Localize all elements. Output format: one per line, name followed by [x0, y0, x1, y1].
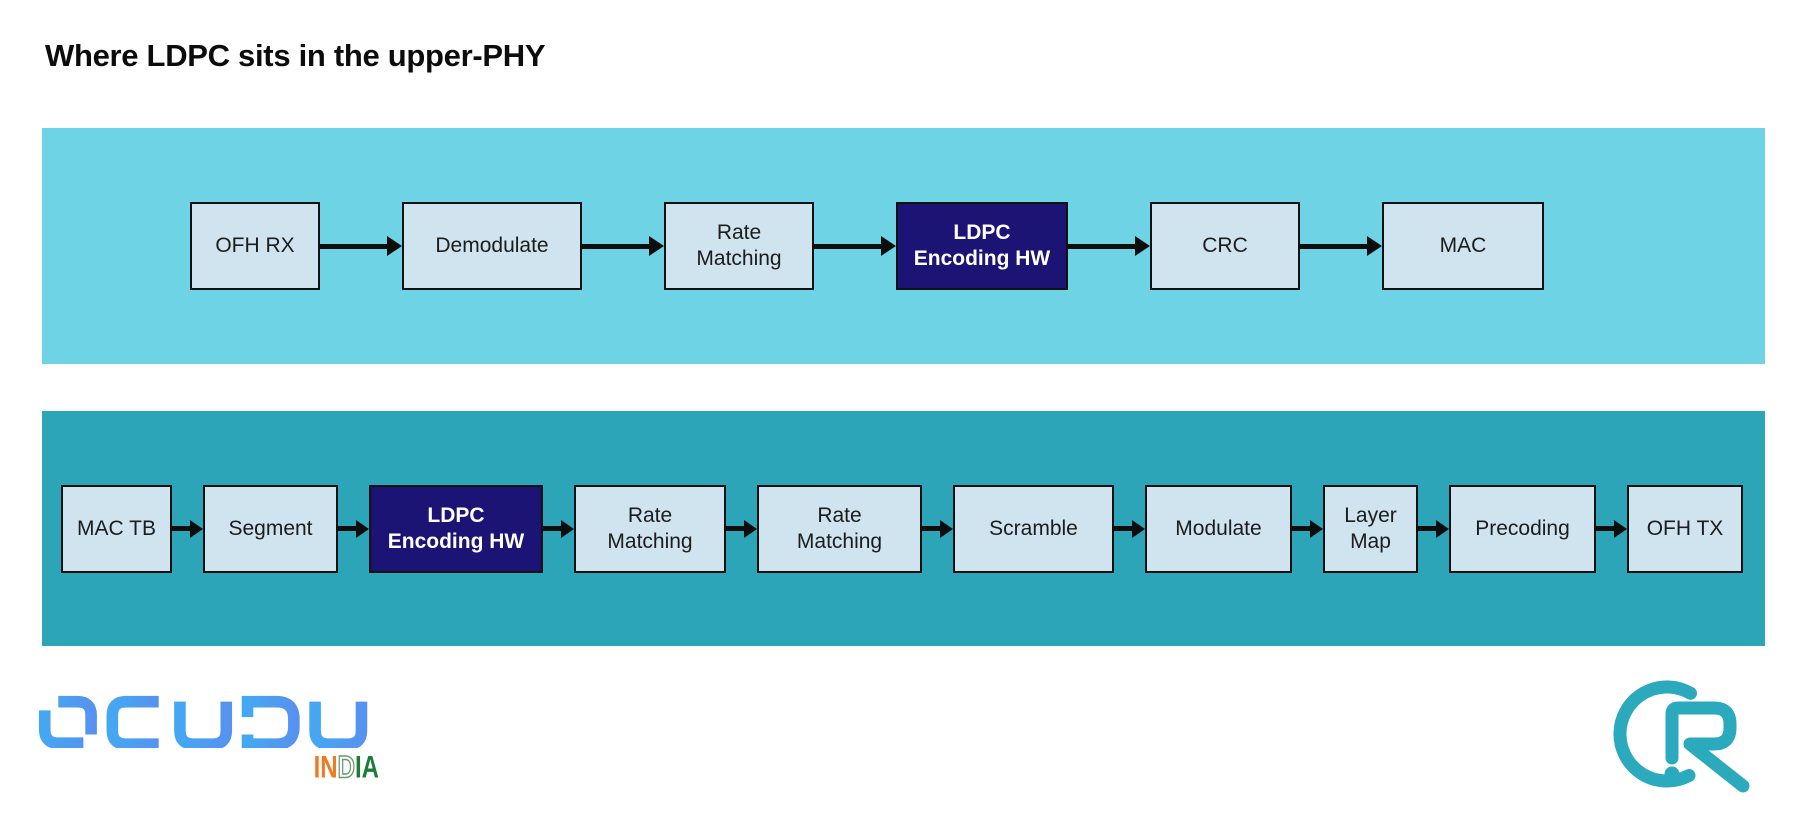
- flow-box-ofh-rx: OFH RX: [190, 202, 320, 290]
- flow-box-modulate: Modulate: [1145, 484, 1292, 573]
- india-letter: N: [320, 750, 338, 786]
- india-letter: A: [361, 750, 379, 786]
- flow-box-layer-map: Layer Map: [1323, 484, 1418, 573]
- arrow-right-icon: [726, 519, 757, 538]
- arrow-right-icon: [1596, 519, 1627, 538]
- flow-box-mac: MAC: [1382, 202, 1544, 290]
- arrow-right-icon: [582, 236, 664, 256]
- flow-box-ldpc-encoding-hw: LDPC Encoding HW: [896, 202, 1068, 290]
- arrow-right-icon: [814, 236, 896, 256]
- flow-box-rate-matching-2: Rate Matching: [757, 484, 922, 573]
- india-letter: D: [337, 749, 356, 786]
- india-letter: I: [313, 750, 321, 786]
- flow-box-mac-tb: MAC TB: [61, 484, 172, 573]
- company-logo: [1612, 674, 1752, 803]
- arrow-right-icon: [1068, 236, 1150, 256]
- arrow-right-icon: [1292, 519, 1323, 538]
- arrow-right-icon: [338, 519, 369, 538]
- flow-box-precoding: Precoding: [1449, 484, 1596, 573]
- page-title: Where LDPC sits in the upper-PHY: [45, 38, 546, 73]
- ocudu-logo: OCUDU: [33, 692, 379, 786]
- arrow-right-icon: [172, 519, 203, 538]
- arrow-right-icon: [543, 519, 574, 538]
- flow-box-scramble: Scramble: [953, 484, 1114, 573]
- cr-monogram-icon: [1613, 680, 1750, 793]
- arrow-right-icon: [1114, 519, 1145, 538]
- ocudu-wordmark-icon: [38, 695, 368, 748]
- flow-box-crc: CRC: [1150, 202, 1300, 290]
- arrow-right-icon: [1300, 236, 1382, 256]
- rx-chain-band: OFH RX Demodulate Rate Matching LDPC Encodi…: [42, 128, 1765, 364]
- ocudu-india-label: INDIA: [33, 749, 379, 786]
- flow-box-rate-matching-1: Rate Matching: [574, 484, 726, 573]
- india-letter: I: [354, 750, 362, 786]
- tx-chain-band: MAC TB Segment LDPC Encoding HW Rate Matchi…: [42, 411, 1765, 646]
- flow-box-ofh-tx: OFH TX: [1627, 484, 1743, 573]
- flow-box-rate-matching: Rate Matching: [664, 202, 814, 290]
- arrow-right-icon: [922, 519, 953, 538]
- flow-box-demodulate: Demodulate: [402, 202, 582, 290]
- flow-box-ldpc-encoding-hw: LDPC Encoding HW: [369, 484, 543, 573]
- flow-box-segment: Segment: [203, 484, 338, 573]
- arrow-right-icon: [320, 236, 402, 256]
- arrow-right-icon: [1418, 519, 1449, 538]
